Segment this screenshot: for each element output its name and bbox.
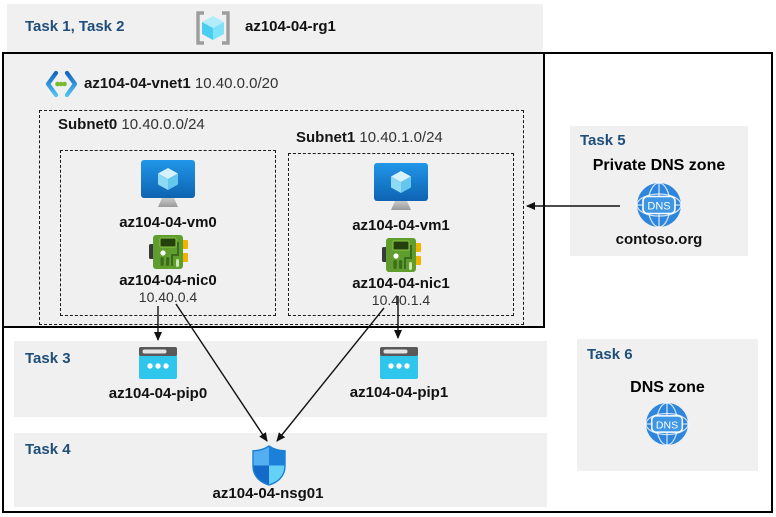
private-dns-zone-icon: DNS [636, 182, 682, 228]
subnet0-box: az104-04-vm0 az104-04- [60, 150, 276, 316]
nsg-shield-icon [252, 445, 286, 486]
subnet1-box: az104-04-vm1 az104-04- [288, 153, 514, 316]
task-6-label: Task 6 [587, 346, 633, 363]
nsg-name: az104-04-nsg01 [212, 485, 324, 502]
resource-group-icon [193, 10, 233, 46]
nic1-icon [380, 236, 422, 274]
public-ip-0-icon [139, 347, 177, 379]
dns-badge-text: DNS [647, 201, 670, 213]
subnet0-name: Subnet0 [58, 116, 118, 133]
task-6-panel: Task 6 DNS zone DNS [577, 339, 758, 471]
vnet-cidr: 10.40.0.0/20 [194, 75, 279, 92]
vm1-icon [373, 162, 429, 212]
task-1-2-panel: Task 1, Task 2 az104-04-rg1 [7, 4, 543, 52]
private-dns-zone-name: contoso.org [615, 231, 703, 248]
dns-zone-title: DNS zone [630, 379, 705, 396]
public-ip-1-name: az104-04-pip1 [349, 384, 449, 401]
nic0-ip: 10.40.0.4 [138, 289, 198, 305]
dns-zone-icon: DNS [645, 402, 689, 446]
vm0-icon [140, 159, 196, 209]
task-5-label: Task 5 [580, 132, 626, 149]
subnet0-title: Subnet0 10.40.0.0/24 [58, 116, 205, 133]
virtual-network-icon [44, 70, 78, 98]
task-1-2-label: Task 1, Task 2 [25, 18, 125, 35]
public-ip-1-icon [380, 347, 418, 379]
private-dns-zone-title: Private DNS zone [592, 157, 726, 174]
nic1-name: az104-04-nic1 [352, 275, 450, 292]
subnet1-cidr: 10.40.1.0/24 [359, 129, 443, 146]
nic0-name: az104-04-nic0 [119, 272, 217, 289]
subnet0-cidr: 10.40.0.0/24 [121, 116, 205, 133]
task-3-panel: Task 3 az104-04-pip0 az104-04-pip1 [14, 341, 547, 417]
vnet-name: az104-04-vnet1 [84, 75, 191, 92]
nic1-ip: 10.40.1.4 [371, 292, 431, 308]
vm1-name: az104-04-vm1 [352, 217, 450, 234]
public-ip-0-name: az104-04-pip0 [108, 385, 208, 402]
subnet1-title: Subnet1 10.40.1.0/24 [296, 129, 443, 146]
task-4-panel: Task 4 az104-04-nsg01 [14, 433, 547, 507]
nic0-icon [147, 233, 189, 271]
subnets-container: Subnet0 10.40.0.0/24 Subnet1 10.40.1.0/2… [39, 110, 524, 325]
vm0-name: az104-04-vm0 [119, 214, 217, 231]
task-3-label: Task 3 [25, 350, 71, 367]
dns-badge-text: DNS [656, 419, 678, 431]
subnet1-name: Subnet1 [296, 129, 356, 146]
resource-group-name: az104-04-rg1 [245, 18, 336, 35]
task-4-label: Task 4 [25, 441, 71, 458]
vnet-title: az104-04-vnet1 10.40.0.0/20 [84, 75, 278, 92]
task-5-panel: Task 5 Private DNS zone DNS contoso.org [570, 126, 748, 256]
vnet-box: az104-04-vnet1 10.40.0.0/20 Subnet0 10.4… [2, 52, 545, 328]
